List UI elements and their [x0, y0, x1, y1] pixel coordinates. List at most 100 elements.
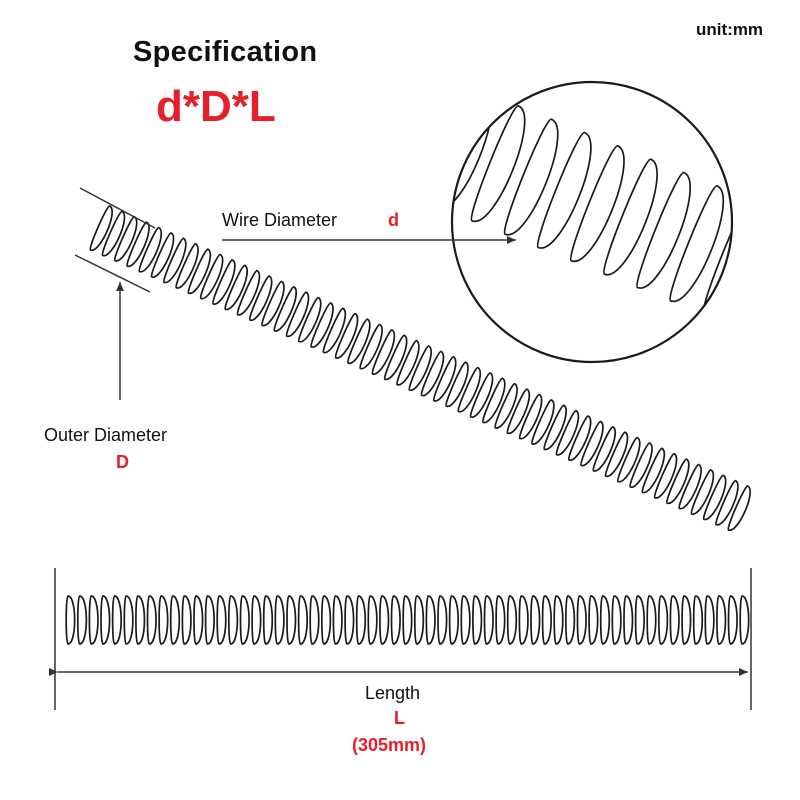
coil-loop [175, 242, 199, 289]
horizontal-spring-icon [65, 595, 750, 645]
coil-loop [274, 595, 285, 645]
coil-loop [646, 595, 657, 645]
coil-loop [623, 595, 634, 645]
coil-loop [298, 296, 322, 343]
coil-loop [437, 595, 448, 645]
coil-loop [704, 595, 715, 645]
coil-loop [123, 595, 134, 645]
coil-loop [261, 280, 285, 327]
coil-loop [457, 366, 482, 413]
coil-loop [285, 291, 310, 337]
coil-loop [611, 595, 622, 645]
coil-loop [89, 205, 113, 251]
coil-loop [344, 595, 355, 645]
coil-loop [568, 415, 592, 461]
length-value: (305mm) [352, 735, 427, 755]
coil-loop [204, 595, 215, 645]
coil-loop [494, 382, 518, 429]
coil-loop [371, 329, 396, 375]
coil-loop [448, 595, 459, 645]
coil-loop [739, 595, 750, 645]
coil-loop [506, 595, 518, 645]
coil-loop [715, 479, 739, 526]
coil-loop [76, 595, 88, 645]
coil-loop [163, 237, 187, 284]
coil-loop [634, 595, 645, 645]
coil-loop [727, 485, 751, 531]
coil-loop [367, 595, 378, 645]
coil-loop [216, 595, 227, 645]
coil-loop [469, 372, 494, 418]
coil-loop [641, 447, 666, 494]
coil-loop [383, 334, 408, 381]
unit-label: unit:mm [696, 20, 764, 39]
coil-loop [251, 595, 262, 645]
coil-loop [518, 595, 529, 645]
coil-loop [135, 595, 146, 645]
coil-loop [541, 595, 552, 645]
coil-loop [379, 595, 390, 645]
coil-loop [433, 355, 457, 402]
coil-loop [425, 595, 436, 645]
coil-loop [460, 595, 471, 645]
coil-loop [736, 212, 789, 328]
coil-loop [181, 595, 192, 645]
outer-diameter-label: Outer Diameter [44, 425, 168, 445]
coil-loop [169, 595, 181, 645]
wire-diameter-label: Wire Diameter [222, 210, 338, 230]
coil-loop [193, 595, 204, 645]
coil-loop [482, 377, 506, 424]
coil-loop [396, 339, 420, 386]
coil-loop [158, 595, 169, 645]
coil-loop [309, 595, 320, 645]
coil-loop [355, 595, 367, 645]
coil-loop [518, 393, 543, 440]
coil-loop [445, 361, 469, 407]
coil-loop [495, 595, 506, 645]
coil-loop [531, 399, 555, 445]
coil-loop [603, 158, 658, 276]
outer-diameter-symbol: D [116, 452, 129, 472]
diagonal-spring-icon [89, 205, 751, 531]
coil-loop [420, 350, 445, 397]
coil-loop [224, 264, 248, 311]
coil-loop [126, 221, 150, 267]
coil-loop [666, 458, 690, 504]
coil-loop [359, 323, 383, 370]
coil-loop [322, 307, 347, 354]
outer-diameter-guide-bottom [74, 254, 151, 293]
coil-loop [530, 595, 541, 645]
coil-loop [187, 248, 212, 294]
coil-loop [320, 595, 332, 645]
coil-loop [553, 595, 564, 645]
coil-loop [692, 595, 704, 645]
coil-loop [111, 595, 122, 645]
coil-loop [678, 463, 702, 510]
outer-diameter-guide-top [79, 187, 156, 229]
coil-loop [236, 269, 261, 316]
coil-loop [669, 595, 680, 645]
coil-loop [599, 595, 611, 645]
coil-loop [564, 595, 576, 645]
coil-loop [88, 595, 99, 645]
coil-loop [101, 210, 126, 257]
coil-loop [702, 474, 727, 521]
coil-loop [146, 595, 157, 645]
coil-loop [472, 595, 483, 645]
coil-loop [334, 312, 359, 359]
coil-loop [681, 595, 692, 645]
spec-title: Specification [133, 36, 318, 68]
coil-loop [199, 253, 224, 300]
coil-loop [347, 318, 371, 364]
length-symbol: L [394, 708, 405, 728]
coil-loop [580, 420, 604, 467]
coil-loop [408, 345, 432, 391]
coil-loop [604, 431, 629, 477]
coil-loop [588, 595, 599, 645]
coil-loop [239, 595, 250, 645]
coil-loop [138, 226, 163, 273]
coil-loop [150, 232, 175, 278]
coil-loop [212, 259, 236, 305]
coil-loop [483, 595, 494, 645]
coil-loop [629, 442, 653, 488]
